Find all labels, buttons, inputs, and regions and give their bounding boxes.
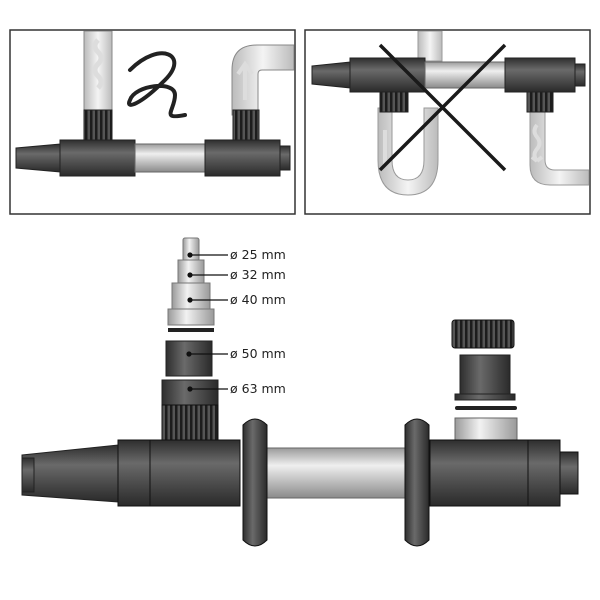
union-nut-left (117, 439, 151, 507)
adapter-flange (454, 393, 516, 401)
inlet-pipe (83, 30, 113, 112)
end-cap (279, 145, 291, 171)
scribble-mark (127, 51, 187, 119)
mounting-clamp-left (242, 418, 268, 547)
u-pipe-inlet (377, 107, 439, 196)
adapter-63mm (161, 379, 219, 409)
connector-40mm (171, 282, 211, 311)
cross-out-x-icon (378, 43, 507, 172)
outlet-adapter (459, 354, 511, 398)
end-cap (559, 451, 579, 495)
nose-tip (21, 457, 35, 493)
size-label-40mm: ø 40 mm (230, 292, 286, 307)
gear-nut (83, 109, 113, 141)
housing-left (149, 439, 241, 507)
gear-nut (232, 109, 260, 141)
dimension-leaders (186, 252, 228, 392)
connector-25mm (182, 237, 200, 262)
size-label-63mm: ø 63 mm (230, 381, 286, 396)
nose-cone (311, 61, 351, 89)
nose-cone (15, 143, 61, 173)
union-nut-right (527, 439, 561, 507)
size-label-50mm: ø 50 mm (230, 346, 286, 361)
panel-correct-installation (9, 29, 296, 215)
housing-left (349, 57, 426, 93)
quartz-tube (134, 143, 206, 173)
pipe-stub (417, 30, 443, 62)
thread-section (167, 308, 215, 326)
quartz-tube (259, 447, 411, 499)
outlet-elbow-pipe (231, 44, 295, 116)
housing-right (204, 139, 281, 177)
o-ring (455, 406, 517, 410)
mounting-clamp-right (404, 418, 430, 547)
end-cap (574, 63, 586, 87)
flow-arrow-down-icon (530, 123, 544, 163)
gear-nut (379, 89, 409, 113)
connector-32mm (177, 259, 205, 285)
flow-arrow-up-icon (236, 60, 254, 100)
flow-arrow-icon (92, 38, 104, 90)
outlet-parts (451, 319, 517, 410)
gear-nut (526, 89, 554, 113)
nose-cone (21, 444, 119, 503)
hose-connector-stack: ø 25 mm ø 32 mm ø 40 mm ø 50 mm ø 63 mm (161, 237, 286, 409)
housing-right (429, 439, 529, 507)
size-label-32mm: ø 32 mm (230, 267, 286, 282)
housing-left (59, 139, 136, 177)
size-label-25mm: ø 25 mm (230, 247, 286, 262)
gear-cap (451, 319, 515, 349)
o-ring (168, 328, 214, 332)
uv-clarifier-unit (21, 404, 579, 547)
adapter-50mm (165, 340, 213, 377)
outlet-pipe (529, 107, 590, 186)
panel-incorrect-installation (304, 29, 591, 215)
housing-right (504, 57, 576, 93)
